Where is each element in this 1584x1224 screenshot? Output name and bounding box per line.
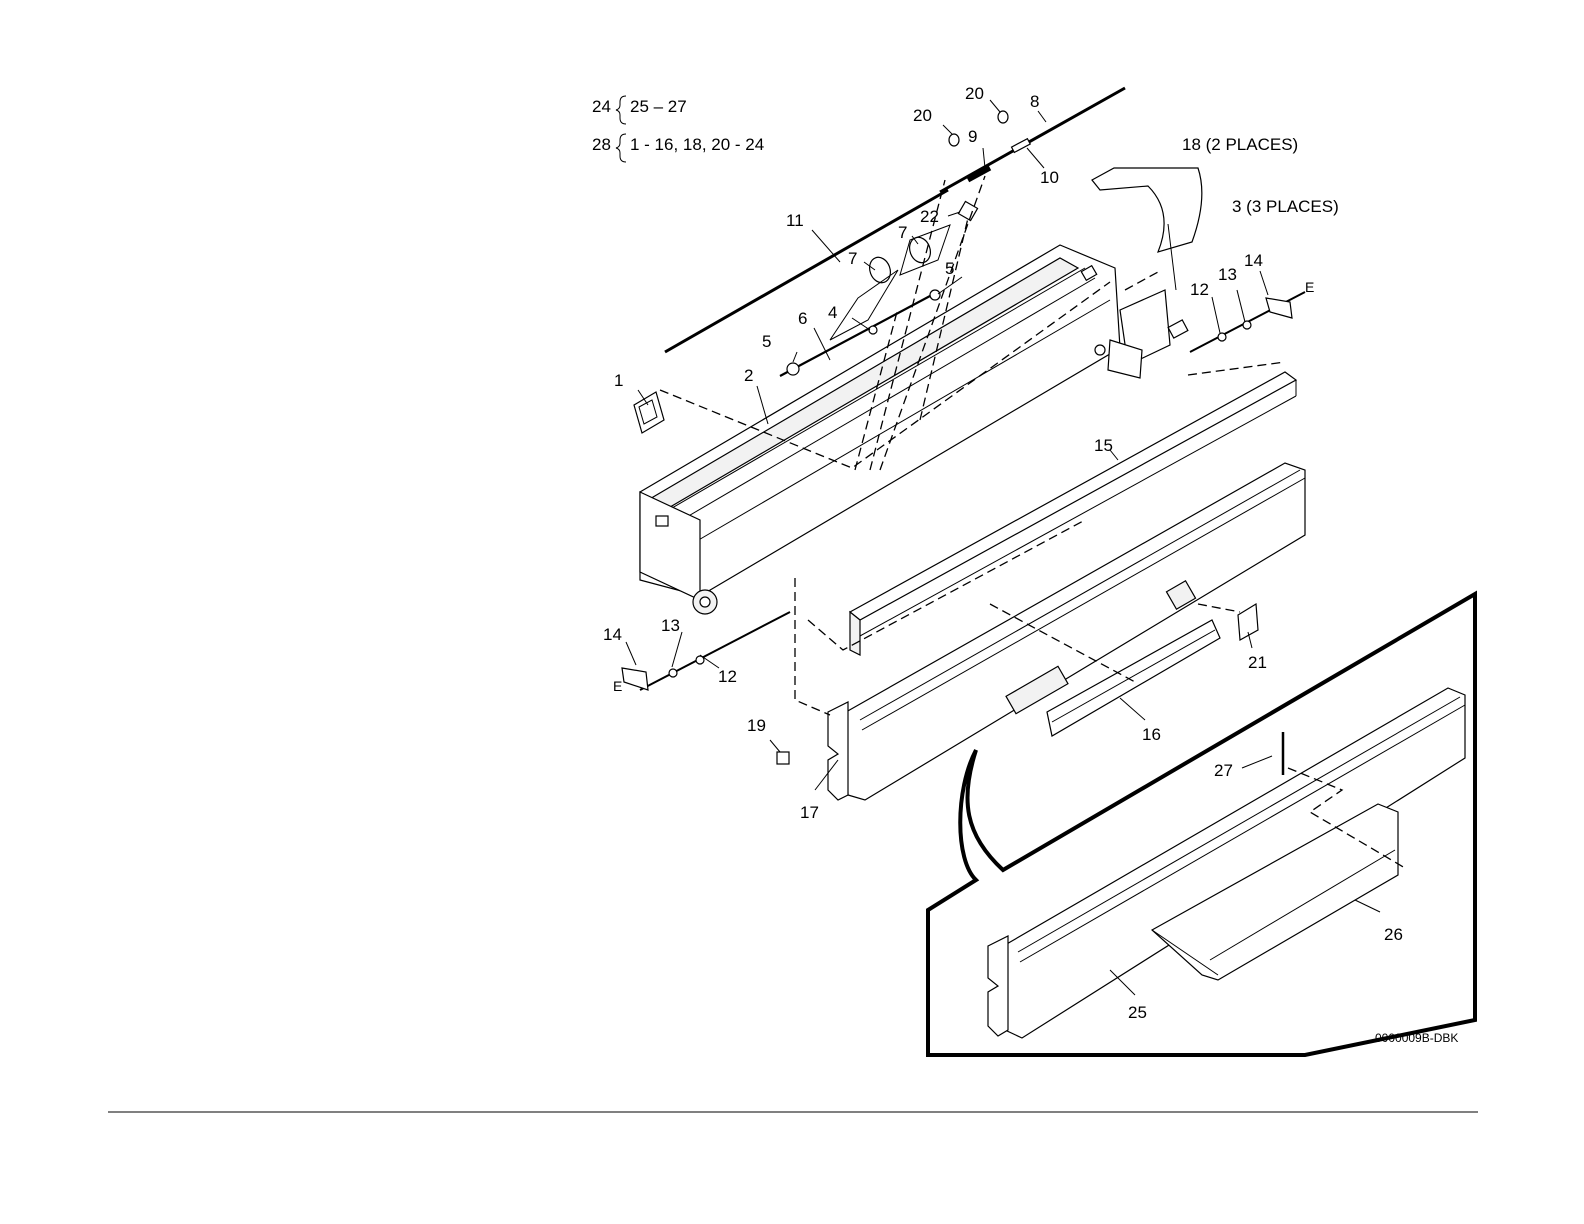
callout-2: 2	[744, 366, 753, 385]
callout-18: 18 (2 PLACES)	[1182, 135, 1298, 154]
callout-21: 21	[1248, 653, 1267, 672]
callout-20-right: 20	[965, 84, 984, 103]
callout-12-right: 12	[1190, 280, 1209, 299]
legend-assembly-24: 24	[592, 97, 611, 116]
clip-20-right	[998, 111, 1008, 123]
collar-4	[869, 326, 877, 334]
callout-5-left: 5	[762, 332, 771, 351]
callout-13-left: 13	[661, 616, 680, 635]
callout-15: 15	[1094, 436, 1113, 455]
pin-10	[1012, 139, 1031, 153]
callout-19: 19	[747, 716, 766, 735]
figure-id: 0000009B-DBK	[1375, 1031, 1458, 1045]
part-19	[777, 752, 789, 764]
callout-22: 22	[920, 207, 939, 226]
assembly-legend: 24 25 – 27 28 1 - 16, 18, 20 - 24	[592, 96, 764, 162]
callout-26: 26	[1384, 925, 1403, 944]
callout-7-left: 7	[848, 249, 857, 268]
callout-6: 6	[798, 309, 807, 328]
callout-13-right: 13	[1218, 265, 1237, 284]
bearing-5-right	[930, 290, 940, 300]
callout-16: 16	[1142, 725, 1161, 744]
label-21	[1238, 604, 1258, 640]
left-shaft-e	[622, 612, 790, 690]
callout-10: 10	[1040, 168, 1059, 187]
right-shaft-e	[1190, 292, 1305, 352]
legend-brace-1	[616, 96, 626, 124]
callout-12-left: 12	[718, 667, 737, 686]
legend-assembly-28: 28	[592, 135, 611, 154]
callout-14-left: 14	[603, 625, 622, 644]
callout-8: 8	[1030, 92, 1039, 111]
callout-7-right: 7	[898, 223, 907, 242]
callout-17: 17	[800, 803, 819, 822]
callout-27: 27	[1214, 761, 1233, 780]
clip-20-left	[949, 134, 959, 146]
callout-20-left: 20	[913, 106, 932, 125]
callout-1: 1	[614, 371, 623, 390]
callout-25: 25	[1128, 1003, 1147, 1022]
legend-range-28: 1 - 16, 18, 20 - 24	[630, 135, 764, 154]
bearing-5-left	[787, 363, 799, 375]
callout-4: 4	[828, 303, 837, 322]
callout-3: 3 (3 PLACES)	[1232, 197, 1339, 216]
legend-range-24: 25 – 27	[630, 97, 687, 116]
callout-14-right: 14	[1244, 251, 1263, 270]
callout-5-right: 5	[945, 259, 954, 278]
legend-brace-2	[616, 134, 626, 162]
callout-e-right: E	[1305, 279, 1314, 295]
flex-cable-18	[1092, 168, 1202, 252]
callout-e-left: E	[613, 678, 622, 694]
callout-9: 9	[968, 127, 977, 146]
label-1	[634, 392, 664, 433]
callout-11: 11	[786, 211, 804, 230]
